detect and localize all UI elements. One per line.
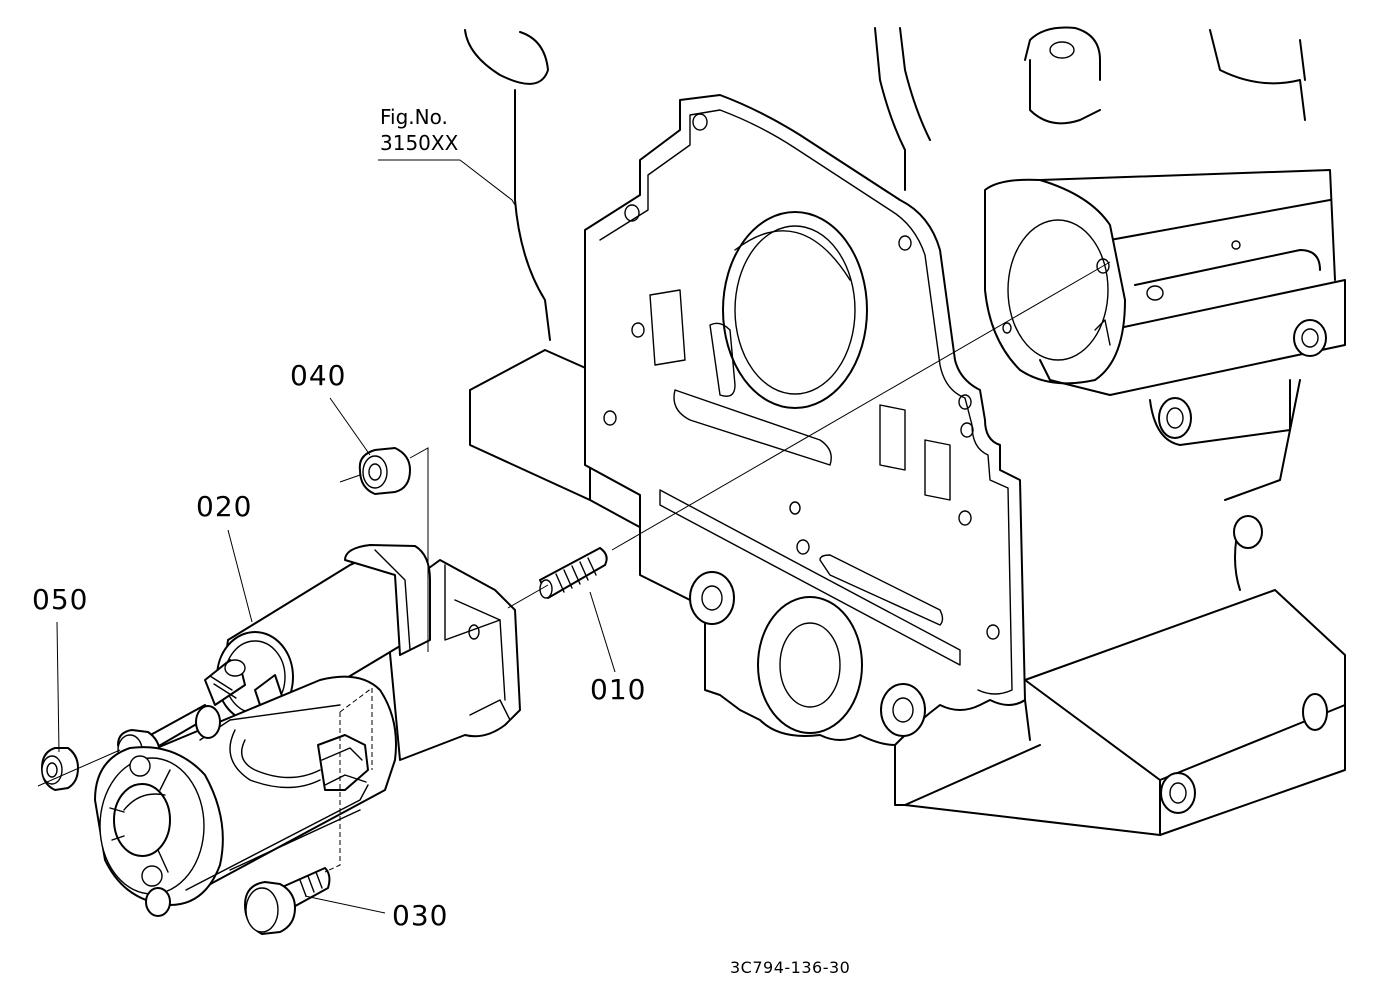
plate-holes — [603, 113, 1000, 640]
part-050-nut — [41, 747, 79, 791]
leader-lines — [56, 159, 616, 914]
engine-block — [464, 26, 1346, 836]
part-030-bolt — [244, 867, 331, 935]
part-label-030: 030 — [392, 899, 449, 932]
drawing-code: 3C794-136-30 — [730, 958, 851, 977]
part-010-stud — [539, 547, 608, 599]
part-040-nut — [358, 447, 411, 495]
part-label-040: 040 — [290, 359, 347, 392]
figure-reference-line1: Fig.No. — [380, 105, 448, 129]
assembly-center-lines — [37, 261, 1111, 873]
part-label-020: 020 — [196, 490, 253, 523]
part-020-starter-motor — [94, 544, 521, 917]
figure-reference: Fig.No. 3150XX — [380, 104, 458, 156]
part-label-050: 050 — [32, 583, 89, 616]
figure-reference-line2: 3150XX — [380, 131, 459, 155]
part-label-010: 010 — [590, 673, 647, 706]
